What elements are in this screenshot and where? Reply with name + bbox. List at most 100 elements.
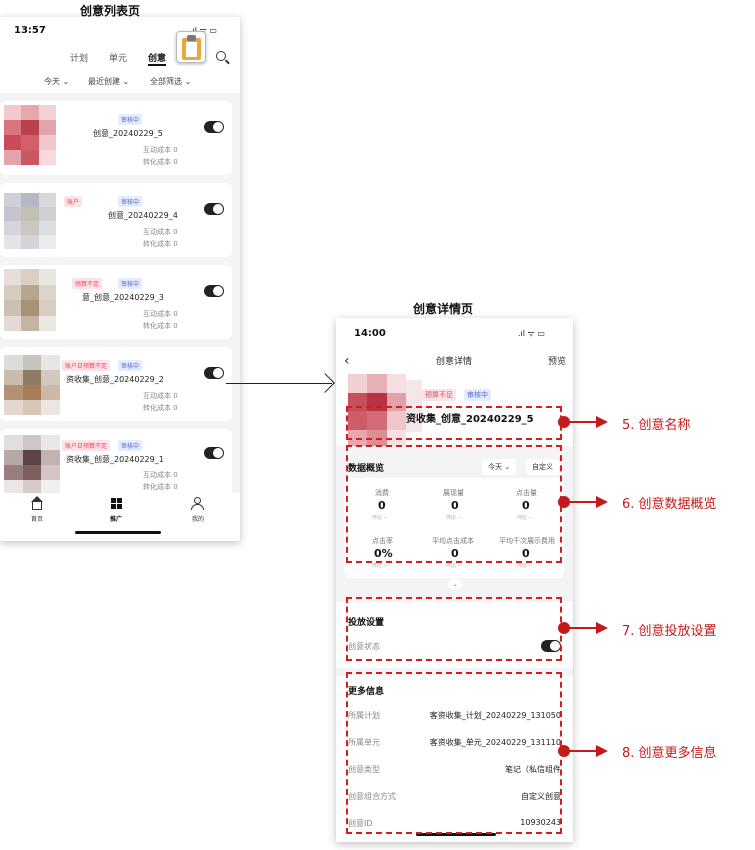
item-title: 创意_20240229_5 (93, 129, 163, 138)
clipboard-icon[interactable] (176, 31, 206, 63)
nav-profile-label[interactable]: 我的 (192, 516, 205, 523)
custom-date-button[interactable]: 自定义 (526, 459, 559, 475)
item-title: 意_创意_20240229_3 (82, 293, 164, 302)
callout-line (568, 750, 598, 752)
status-badge: 审核中 (118, 114, 143, 125)
callout-dot (558, 622, 570, 634)
status-badge: 审核中 (118, 278, 143, 289)
callout-line (568, 501, 598, 503)
metric: 转化成本 0 (143, 483, 178, 491)
metric-value: 0 (378, 499, 386, 512)
detail-phone-screen: 14:00 .ıl ᯤ ▭ ‹ 创意详情 预览 预算不足 审核中 资收集_创意_… (336, 318, 573, 842)
creative-status-toggle[interactable] (541, 640, 561, 652)
info-value: 客资收集_单元_20240229_131110 (429, 738, 561, 747)
callout-creative-name: 5. 创意名称 (622, 418, 691, 433)
detail-page-heading: 创意详情页 (413, 302, 474, 316)
metric-value: 0% (374, 547, 393, 560)
status-label: 创意状态 (348, 642, 380, 651)
home-indicator (416, 833, 496, 836)
tab-creative[interactable]: 创意 (148, 54, 167, 64)
metric: 互动成本 0 (143, 146, 178, 154)
status-badge: 账户 (64, 196, 83, 207)
metric-compare: 环比 -- (446, 563, 462, 569)
preview-link[interactable]: 预览 (548, 357, 567, 367)
status-badge: 预算不足 (72, 278, 103, 289)
creative-thumbnail (4, 193, 56, 249)
highlight-name (346, 406, 562, 440)
metric-value: 0 (451, 547, 459, 560)
list-item[interactable]: 账户 审核中 创意_20240229_4 互动成本 0 转化成本 0 (0, 183, 232, 257)
back-icon[interactable]: ‹ (344, 353, 350, 369)
status-badge: 账户日预算不足 (62, 360, 111, 371)
nav-promote-label[interactable]: 推广 (110, 516, 123, 523)
tab-plan[interactable]: 计划 (70, 54, 89, 64)
tab-unit[interactable]: 单元 (109, 54, 128, 64)
callout-data-overview: 6. 创意数据概览 (622, 497, 717, 512)
metric-label: 点击量 (516, 489, 537, 497)
home-icon[interactable] (32, 501, 42, 510)
info-label: 所属单元 (348, 738, 380, 747)
metric: 互动成本 0 (143, 310, 178, 318)
status-badge: 审核中 (118, 360, 143, 371)
status-toggle[interactable] (204, 285, 224, 297)
info-value: 自定义创意 (521, 792, 561, 801)
search-icon[interactable] (216, 51, 226, 61)
highlight-more-info (346, 672, 562, 834)
status-time: 14:00 (354, 328, 386, 339)
callout-line (568, 421, 598, 423)
profile-icon[interactable] (194, 497, 201, 504)
creative-thumbnail (4, 105, 56, 165)
home-indicator (75, 531, 161, 534)
metric-label: 消费 (375, 489, 389, 497)
item-title: 创意_20240229_4 (108, 211, 178, 220)
filter-all[interactable]: 全部筛选 ⌄ (150, 77, 192, 86)
info-label: 所属计划 (348, 711, 380, 720)
callout-dot (558, 416, 570, 428)
metric-compare: 环比 -- (372, 515, 388, 521)
status-toggle[interactable] (204, 447, 224, 459)
status-toggle[interactable] (204, 367, 224, 379)
status-badge: 账户日预算不足 (62, 440, 111, 451)
status-toggle[interactable] (204, 203, 224, 215)
tab-active-underline (148, 64, 166, 66)
list-item[interactable]: 审核中 创意_20240229_5 互动成本 0 转化成本 0 (0, 101, 232, 175)
info-label: 创意组合方式 (348, 792, 396, 801)
list-item[interactable]: 账户日预算不足 审核中 资收集_创意_20240229_1 互动成本 0 转化成… (0, 429, 232, 503)
status-time: 13:57 (14, 25, 46, 36)
item-title: 资收集_创意_20240229_2 (66, 375, 164, 384)
creative-thumbnail (4, 435, 60, 495)
status-badge: 审核中 (118, 196, 143, 207)
callout-arrow (596, 416, 608, 428)
metric-compare: 环比 -- (446, 515, 462, 521)
date-filter[interactable]: 今天 ⌄ (482, 459, 517, 475)
more-info-title: 更多信息 (348, 687, 385, 697)
profile-icon-body (191, 504, 204, 510)
filter-today[interactable]: 今天 ⌄ (44, 77, 70, 86)
filter-recent[interactable]: 最近创建 ⌄ (88, 77, 130, 86)
transition-arrow-line (226, 383, 332, 384)
expand-icon[interactable]: ⌄ (448, 579, 462, 589)
info-value: 10930243 (520, 818, 561, 827)
metric-label: 平均点击成本 (432, 537, 474, 545)
list-item[interactable]: 预算不足 审核中 意_创意_20240229_3 互动成本 0 转化成本 0 (0, 265, 232, 339)
nav-title: 创意详情 (436, 357, 473, 367)
creative-name: 资收集_创意_20240229_5 (406, 414, 534, 425)
metric-label: 展现量 (443, 489, 464, 497)
metric: 转化成本 0 (143, 404, 178, 412)
info-label: 创意ID (348, 819, 373, 828)
nav-home-label[interactable]: 首页 (31, 516, 44, 523)
item-title: 资收集_创意_20240229_1 (66, 455, 164, 464)
callout-arrow (596, 622, 608, 634)
transition-arrowhead (315, 373, 335, 393)
metric-value: 0 (451, 499, 459, 512)
status-icons: .ıl ᯤ ▭ (518, 329, 545, 338)
highlight-delivery (346, 597, 562, 661)
list-item[interactable]: 账户日预算不足 审核中 资收集_创意_20240229_2 互动成本 0 转化成… (0, 347, 232, 421)
promote-icon[interactable] (111, 498, 122, 509)
status-toggle[interactable] (204, 121, 224, 133)
callout-line (568, 627, 598, 629)
list-page-heading: 创意列表页 (80, 4, 141, 18)
metric: 互动成本 0 (143, 228, 178, 236)
status-badge: 审核中 (118, 440, 143, 451)
info-value: 笔记（私信组件 (505, 765, 561, 774)
